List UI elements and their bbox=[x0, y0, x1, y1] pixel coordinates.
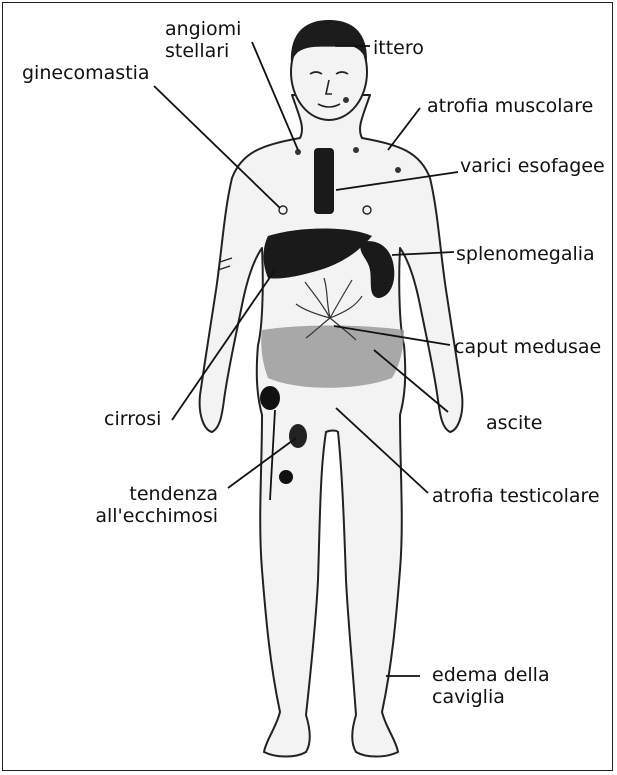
label-angiomi-stellari: angiomi stellari bbox=[165, 18, 241, 62]
label-ginecomastia: ginecomastia bbox=[22, 62, 150, 84]
label-cirrosi: cirrosi bbox=[104, 408, 161, 430]
leader-ginecomastia bbox=[154, 86, 280, 208]
label-tendenza-ecchimosi: tendenza all'ecchimosi bbox=[94, 483, 218, 527]
leader-atrofia-muscolare bbox=[388, 108, 420, 150]
label-atrofia-testicolare: atrofia testicolare bbox=[432, 485, 600, 507]
esophagus-varices bbox=[314, 148, 334, 214]
label-atrofia-muscolare: atrofia muscolare bbox=[427, 95, 593, 117]
label-ascite: ascite bbox=[486, 412, 542, 434]
label-caput-medusae: caput medusae bbox=[454, 336, 601, 358]
label-ittero: ittero bbox=[373, 37, 424, 59]
label-splenomegalia: splenomegalia bbox=[456, 243, 595, 265]
label-edema-caviglia: edema della caviglia bbox=[432, 664, 550, 708]
label-varici-esofagee: varici esofagee bbox=[460, 155, 605, 177]
